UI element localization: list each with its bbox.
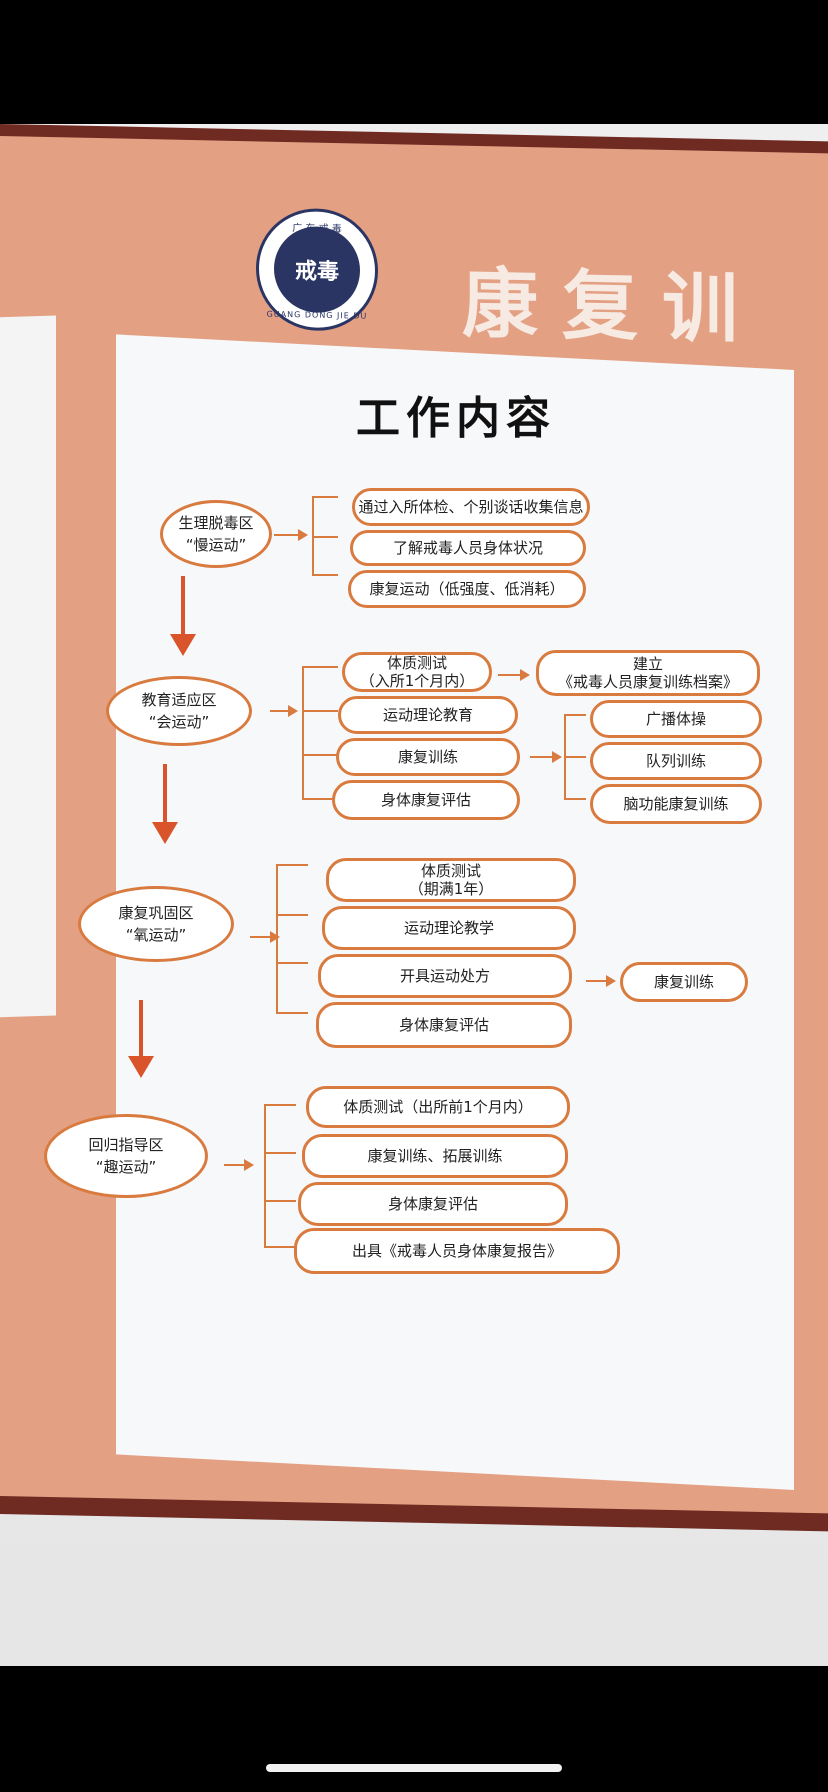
- stage-2-motto: “会运动”: [148, 713, 210, 731]
- connector: [498, 674, 522, 676]
- board-frame: 广 东 戒 毒 戒毒 GUANG DONG JIE DU 康复训: [0, 124, 828, 1532]
- stage-2-item: 体质测试（入所1个月内）: [342, 652, 492, 692]
- stage-2-item: 运动理论教育: [338, 696, 518, 734]
- stage-4-item: 出具《戒毒人员身体康复报告》: [294, 1228, 620, 1274]
- stage-4-item: 身体康复评估: [298, 1182, 568, 1226]
- stage-1-item: 了解戒毒人员身体状况: [350, 530, 586, 566]
- training-box: 队列训练: [590, 742, 762, 780]
- header-title: 康复训: [462, 258, 762, 354]
- logo-top-text: 广 东 戒 毒: [292, 223, 342, 236]
- connector: [302, 754, 338, 756]
- connector: [276, 914, 308, 916]
- connector: [264, 1246, 296, 1248]
- arrow: [298, 529, 308, 541]
- stage-3-ellipse: 康复巩固区 “氧运动”: [78, 886, 234, 962]
- logo-bottom-text: GUANG DONG JIE DU: [266, 309, 368, 321]
- stage-1-name: 生理脱毒区: [178, 514, 254, 532]
- connector: [276, 1012, 308, 1014]
- connector: [276, 864, 278, 1014]
- board-panel: 广 东 戒 毒 戒毒 GUANG DONG JIE DU 康复训: [0, 136, 828, 1514]
- stage-3-item: 运动理论教学: [322, 906, 576, 950]
- arrow: [244, 1159, 254, 1171]
- connector: [302, 666, 338, 668]
- connector: [302, 798, 338, 800]
- stage-4-motto: “趣运动”: [95, 1158, 157, 1176]
- arrow: [606, 975, 616, 987]
- stage-3-item: 体质测试（期满1年）: [326, 858, 576, 902]
- connector: [264, 1152, 296, 1154]
- connector: [276, 864, 308, 866]
- archive-box: 建立《戒毒人员康复训练档案》: [536, 650, 760, 696]
- stage-1-ellipse: 生理脱毒区 “慢运动”: [160, 500, 272, 568]
- connector: [302, 710, 338, 712]
- stage-4-item: 康复训练、拓展训练: [302, 1134, 568, 1178]
- connector: [586, 980, 610, 982]
- connector: [312, 496, 338, 498]
- stage-4-name: 回归指导区: [88, 1136, 164, 1154]
- stage-4-ellipse: 回归指导区 “趣运动”: [44, 1114, 208, 1198]
- stage-1-motto: “慢运动”: [185, 536, 247, 554]
- connector: [564, 798, 586, 800]
- connector: [276, 962, 308, 964]
- stage-4-item: 体质测试（出所前1个月内）: [306, 1086, 570, 1128]
- connector: [302, 666, 304, 798]
- training-box: 脑功能康复训练: [590, 784, 762, 824]
- stage-3-name: 康复巩固区: [118, 904, 194, 922]
- left-panel: [0, 315, 56, 1018]
- connector: [224, 1164, 246, 1166]
- stage-2-name: 教育适应区: [141, 691, 217, 709]
- poster-title: 工作内容: [356, 393, 556, 444]
- connector: [564, 756, 586, 758]
- connector: [264, 1104, 266, 1248]
- arrow: [552, 751, 562, 763]
- home-indicator[interactable]: [266, 1764, 562, 1772]
- stage-2-item: 康复训练: [336, 738, 520, 776]
- connector: [564, 714, 586, 716]
- prescription-training-box: 康复训练: [620, 962, 748, 1002]
- connector: [264, 1104, 296, 1106]
- logo-emblem: 广 东 戒 毒 戒毒 GUANG DONG JIE DU: [256, 207, 378, 332]
- stage-3-item: 开具运动处方: [318, 954, 572, 998]
- stage-2-ellipse: 教育适应区 “会运动”: [106, 676, 252, 746]
- connector: [274, 534, 300, 536]
- logo-center-text: 戒毒: [274, 225, 360, 314]
- arrow: [288, 705, 298, 717]
- connector: [250, 936, 272, 938]
- connector: [312, 574, 338, 576]
- connector: [270, 710, 292, 712]
- stage-3-motto: “氧运动”: [125, 926, 187, 944]
- training-box: 广播体操: [590, 700, 762, 738]
- arrow: [520, 669, 530, 681]
- stage-1-item: 康复运动（低强度、低消耗）: [348, 570, 586, 608]
- stage-2-item: 身体康复评估: [332, 780, 520, 820]
- connector: [530, 756, 554, 758]
- stage-1-item: 通过入所体检、个别谈话收集信息: [352, 488, 590, 526]
- connector: [264, 1200, 296, 1202]
- photo: 广 东 戒 毒 戒毒 GUANG DONG JIE DU 康复训 工作内容 生理…: [0, 124, 828, 1666]
- arrow: [270, 931, 280, 943]
- stage-3-item: 身体康复评估: [316, 1002, 572, 1048]
- connector: [312, 536, 338, 538]
